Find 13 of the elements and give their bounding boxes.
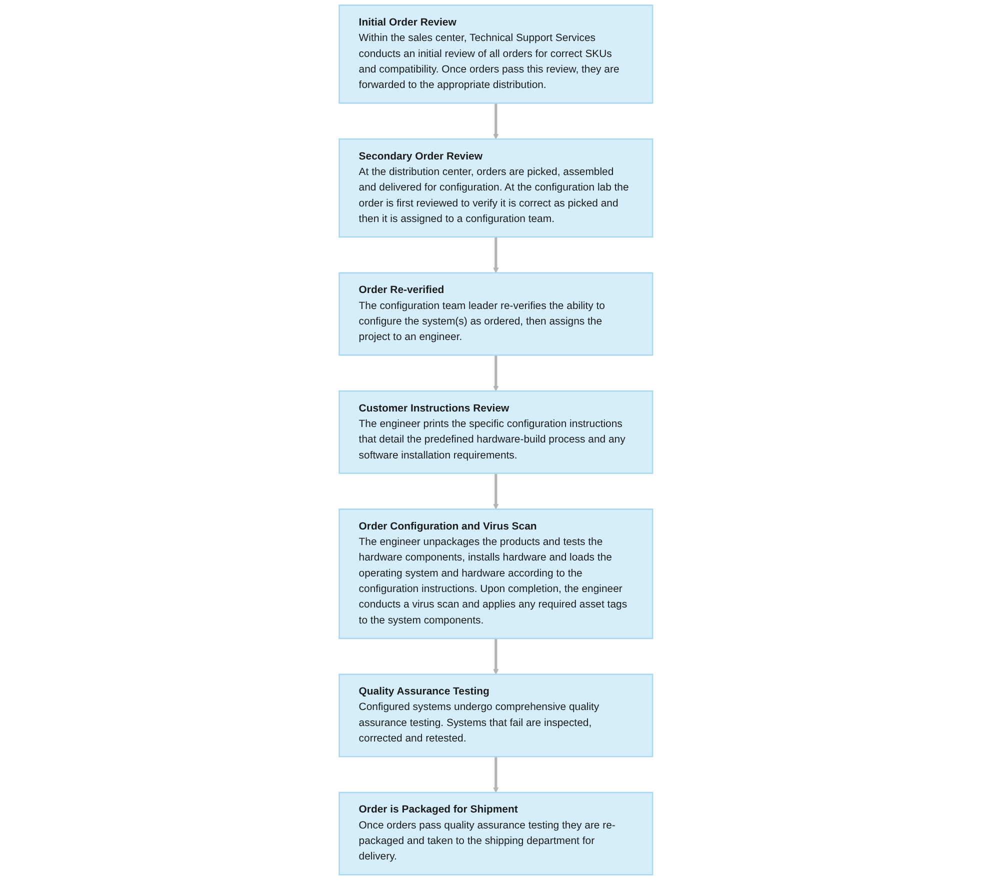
node-box: Quality Assurance Testing Configured systems undergo comprehensive quality assurance testing. Systems that fail are inspected, corrected and retested. — [338, 674, 654, 758]
arrow — [493, 638, 499, 675]
node-box: Initial Order Review Within the sales center, Technical Support Services conducts an initial review of all orders for correct SKUs and compatibility. Once orders pass this review, they are forwarded to the appropriate distribution. — [338, 4, 654, 104]
arrow — [493, 473, 499, 510]
arrow — [493, 103, 499, 140]
node-box: Order Re-verified The configuration team leader re-verifies the ability to configure the system(s) as ordered, then assigns the project to an engineer. — [338, 272, 654, 356]
node-box: Secondary Order Review At the distribution center, orders are picked, assembled and delivered for configuration. At the configuration lab the order is first reviewed to verify it is correct as picked and then it is assigned to a configuration team. — [338, 138, 654, 238]
arrow — [493, 236, 499, 274]
arrow — [493, 756, 499, 793]
node-box: Customer Instructions Review The engineer prints the specific configuration instructions that detail the predefined hardware-build process and any software installation requirements. — [338, 390, 654, 474]
arrow — [493, 355, 499, 392]
node-box: Order Configuration and Virus Scan The engineer unpackages the products and tests the hardware components, installs hardware and loads the operating system and hardware according to the configuration instructions. Upon completion, the engineer conducts a virus scan and applies any required asset tags to the system components. — [338, 508, 654, 640]
node-box: Order is Packaged for Shipment Once orders pass quality assurance testing they are re-packaged and taken to the shipping department for delivery. — [338, 792, 654, 876]
